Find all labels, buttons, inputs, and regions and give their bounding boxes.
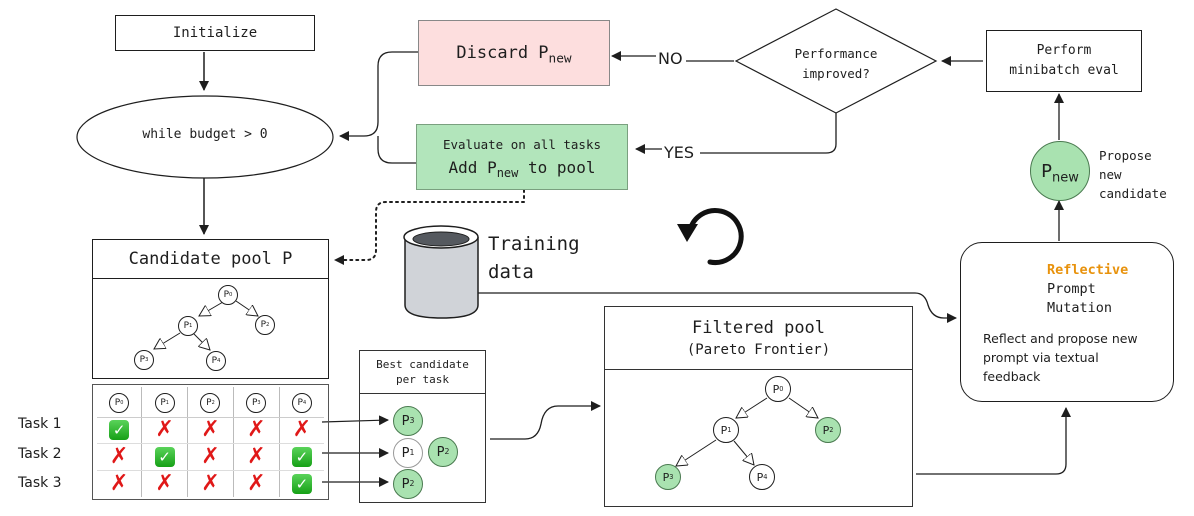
discard-label: Discard Pnew <box>456 43 572 67</box>
reflective-title: Reflective Prompt Mutation <box>1047 262 1129 316</box>
best-per-task-box: Best candidate per task <box>359 350 486 503</box>
table-row: ✗ ✓ ✗ ✗ ✓ <box>97 443 324 472</box>
propose-label: Propose new candidate <box>1099 148 1167 201</box>
reflective-mutation-box: Reflective Prompt Mutation Reflect and p… <box>960 242 1174 402</box>
initialize-node: Initialize <box>115 15 315 51</box>
filtered-pool-box: Filtered pool (Pareto Frontier) <box>604 306 913 507</box>
table-cell: ✗ <box>232 443 280 472</box>
check-icon: ✓ <box>291 447 312 468</box>
cross-icon: ✗ <box>155 417 174 443</box>
table-row: ✗ ✗ ✗ ✗ ✓ <box>97 470 324 497</box>
best-per-task-title: Best candidate per task <box>360 351 485 394</box>
table-cell: ✓ <box>278 443 324 472</box>
training-data-label: Training data <box>488 233 580 283</box>
check-icon: ✓ <box>154 447 175 468</box>
discard-node: Discard Pnew <box>418 20 610 86</box>
table-cell: ✗ <box>187 417 234 445</box>
task-label-2: Task 2 <box>18 446 62 462</box>
minibatch-node: Perform minibatch eval <box>986 30 1142 92</box>
candidate-pool-title: Candidate pool P <box>93 240 328 279</box>
candidate-pool-box: Candidate pool P <box>92 239 329 379</box>
table-cell: ✗ <box>232 417 280 445</box>
filtered-pool-title: Filtered pool (Pareto Frontier) <box>605 307 912 370</box>
cross-icon: ✗ <box>109 471 129 497</box>
cross-icon: ✗ <box>201 471 220 497</box>
arrow-evaluate-to-loop <box>377 136 416 164</box>
decision-label: Performance improved? <box>794 46 878 81</box>
loop-label: while budget > 0 <box>142 127 268 142</box>
task-label-3: Task 3 <box>18 475 62 491</box>
evaluate-line1: Evaluate on all tasks <box>442 137 602 152</box>
arrow-filtered-to-reflective <box>916 407 1071 475</box>
table-cell: ✗ <box>187 443 234 472</box>
table-cell: ✓ <box>278 470 324 497</box>
table-cell: ✓ <box>97 417 142 445</box>
cross-icon: ✗ <box>247 444 266 470</box>
table-cell: ✗ <box>97 471 142 497</box>
arrow-yes <box>700 113 837 154</box>
cross-icon: ✗ <box>247 471 266 497</box>
table-row: ✓ ✗ ✗ ✗ ✗ <box>97 417 324 445</box>
cross-icon: ✗ <box>201 444 220 470</box>
table-cell: ✗ <box>232 470 280 497</box>
no-label: NO <box>658 49 683 68</box>
table-cell: ✗ <box>278 417 324 445</box>
table-cell: ✗ <box>97 443 142 472</box>
evaluate-node: Evaluate on all tasks Add Pnew to pool <box>416 124 628 190</box>
pnew-node: Pnew <box>1030 141 1090 201</box>
check-icon: ✓ <box>109 420 130 441</box>
table-cell: ✓ <box>141 443 188 472</box>
database-icon <box>403 225 479 319</box>
cross-icon: ✗ <box>201 417 220 443</box>
table-cell: ✗ <box>141 470 188 497</box>
refresh-icon <box>677 208 744 265</box>
reflective-description: Reflect and propose new prompt via textu… <box>983 331 1138 384</box>
table-cell: ✗ <box>187 470 234 497</box>
yes-label: YES <box>664 143 695 162</box>
check-icon: ✓ <box>291 474 312 495</box>
table-cell: ✗ <box>141 417 188 445</box>
cross-icon: ✗ <box>292 417 312 443</box>
evaluate-line2: Add Pnew to pool <box>448 158 596 181</box>
cross-icon: ✗ <box>155 471 174 497</box>
initialize-label: Initialize <box>172 25 258 41</box>
arrow-best-to-filtered <box>490 401 601 440</box>
arrow-discard-to-loop <box>339 51 418 141</box>
cross-icon: ✗ <box>247 417 266 443</box>
loop-node: while budget > 0 <box>80 127 330 142</box>
task-label-1: Task 1 <box>18 416 62 432</box>
cross-icon: ✗ <box>109 444 129 470</box>
